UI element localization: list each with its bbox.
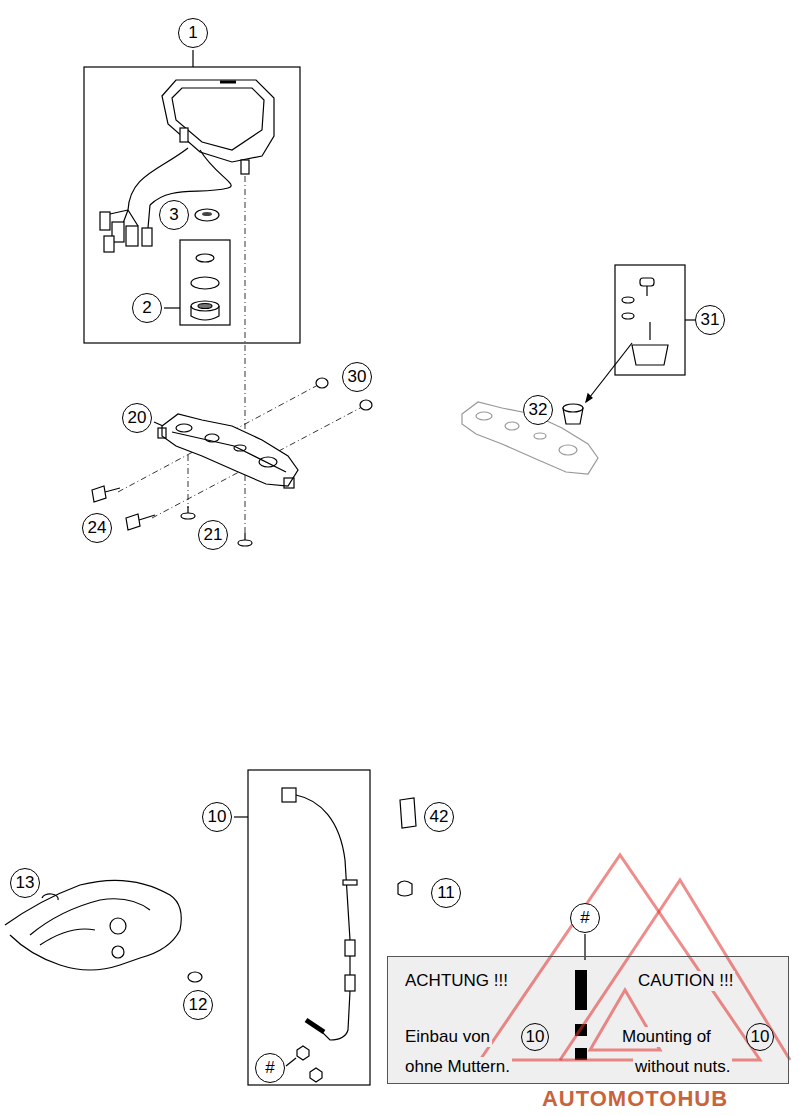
callout-number: 30 [342, 362, 372, 392]
caution-text: Einbau von [403, 1027, 492, 1047]
callout-number: 2 [132, 293, 162, 323]
caution-text: ACHTUNG !!! [403, 971, 510, 991]
callout-number: 1 [178, 18, 208, 48]
callout-number: 31 [695, 305, 725, 335]
callout-number: 10 [746, 1023, 774, 1051]
caution-text: CAUTION !!! [636, 971, 735, 991]
caution-text: without nuts. [633, 1057, 732, 1077]
caution-text: ohne Muttern. [403, 1057, 512, 1077]
callout-number: # [570, 903, 600, 933]
caution-box: ACHTUNG !!! Einbau von 10 ohne Muttern. CAUT… [387, 956, 789, 1084]
callout-number: # [255, 1053, 285, 1083]
callout-number: 3 [159, 200, 189, 230]
callout-number: 10 [202, 802, 232, 832]
callout-number: 32 [523, 395, 553, 425]
callout-number: 13 [10, 868, 40, 898]
callout-number: 11 [431, 878, 461, 908]
callout-number: 20 [122, 403, 152, 433]
caution-text: Mounting of [620, 1027, 713, 1047]
callout-number: 10 [521, 1023, 549, 1051]
callout-number: 42 [424, 802, 454, 832]
watermark: AUTOMOTOHUB [542, 1086, 728, 1112]
callout-number: 24 [82, 513, 112, 543]
callout-number: 21 [198, 520, 228, 550]
callout-number: 12 [183, 990, 213, 1020]
